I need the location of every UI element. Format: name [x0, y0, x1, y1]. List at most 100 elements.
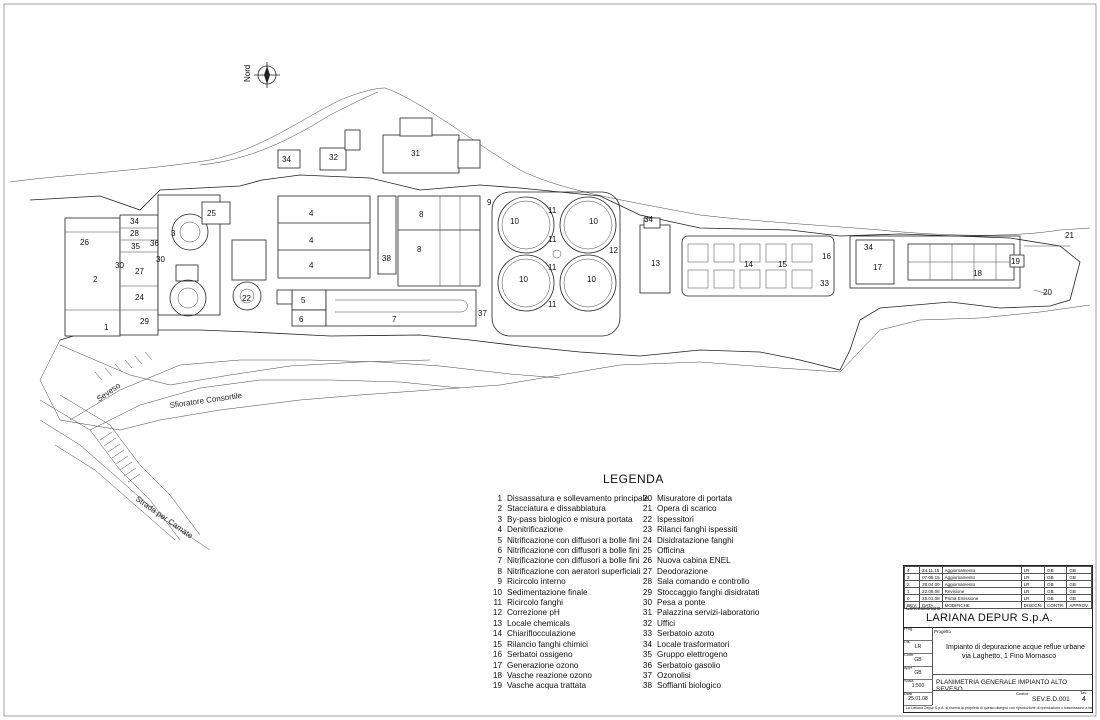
project-line-2: via Laghetto, 1 Fino Mornasco	[962, 653, 1057, 660]
info-cell-label: Prog.	[904, 627, 914, 631]
info-cell: Prog.	[904, 627, 932, 641]
building-13	[639, 224, 671, 294]
legend-item-number: 9	[497, 577, 502, 587]
channel-line-2	[89, 379, 461, 431]
label-9: 9	[487, 198, 492, 207]
building-main-intake	[64, 214, 159, 337]
lower-terrain	[39, 304, 1091, 431]
legend-item-number: 31	[642, 608, 652, 618]
label-10a: 10	[510, 217, 519, 226]
company-name: LARIANA DEPUR S.p.A.	[926, 612, 1054, 624]
label-37: 37	[478, 309, 487, 318]
revision-cell-c: GB	[1066, 587, 1092, 595]
legend-item-number: 36	[642, 660, 652, 670]
revision-cell-rev: 3	[903, 573, 921, 581]
label-8a: 8	[419, 210, 424, 219]
clarifier-area	[491, 191, 621, 337]
legend-item-number: 1	[497, 494, 502, 503]
revision-cell-c: GB	[1066, 566, 1092, 574]
legend-item-number: 32	[642, 618, 652, 628]
label-11c: 11	[548, 263, 557, 272]
info-cell-label: Scala	[904, 679, 914, 683]
label-5: 5	[301, 296, 306, 305]
revision-cell-a: LR	[1020, 573, 1046, 581]
north-label: Nord	[243, 65, 252, 82]
building-38	[377, 195, 397, 275]
label-28: 28	[130, 229, 139, 238]
drawing-code: SEV.E.D.001	[1032, 696, 1070, 703]
revision-cell-c: GB	[1066, 580, 1092, 588]
revision-cell-c: APPROV.	[1066, 601, 1092, 609]
legend-item-number: 2	[497, 504, 502, 514]
revision-cell-rev: 2	[903, 580, 921, 588]
legend-item-text: Vasche reazione ozono	[507, 670, 592, 680]
code-label: Codice	[1016, 691, 1029, 696]
info-cell-label: Data	[904, 692, 913, 696]
legend-item-text: Locale trasformatori	[657, 639, 730, 649]
tank-7	[325, 289, 477, 327]
legend-item-text: Rilancio fanghi chimici	[507, 639, 588, 649]
label-11d: 11	[548, 300, 557, 309]
building-32	[319, 147, 347, 171]
label-31: 31	[411, 149, 420, 158]
legend-item-number: 24	[642, 535, 652, 545]
sheet-number: 4	[1082, 696, 1086, 703]
legend-item-number: 16	[492, 650, 502, 660]
small-tank	[276, 289, 293, 305]
label-16: 16	[822, 252, 831, 261]
label-3: 3	[171, 229, 176, 238]
revision-cell-rev: 1	[903, 587, 921, 595]
label-38: 38	[382, 254, 391, 263]
building-31	[382, 117, 481, 174]
label-8b: 8	[417, 245, 422, 254]
legend-item-text: Stacciatura e dissabbiatura	[507, 504, 606, 514]
legend-item-number: 23	[642, 525, 652, 535]
legend-item-number: 12	[492, 608, 502, 618]
lower-terrain-2	[59, 344, 431, 386]
info-cell-label: Contr.	[904, 653, 915, 657]
building-34-small	[643, 217, 661, 229]
label-13: 13	[651, 259, 660, 268]
sheet-label: Tav.	[1080, 690, 1088, 695]
label-30a: 30	[115, 261, 124, 270]
legend-item: 2 Stacciatura e dissabbiatura	[480, 504, 649, 514]
legend-item-number: 21	[642, 504, 652, 514]
revision-cell-c: GB	[1066, 573, 1092, 581]
legend-item-number: 38	[642, 681, 652, 691]
strada-label: Strada per Camate	[134, 494, 195, 540]
legend-item-text: Nitrificazione con diffusori a bolle fin…	[507, 546, 640, 556]
legend-item-number: 7	[497, 556, 502, 566]
revision-cell-date: 22.08.08	[919, 587, 943, 595]
label-18: 18	[973, 269, 982, 278]
label-25: 25	[207, 209, 216, 218]
legend-item-text: Disidratazione fanghi	[657, 535, 734, 545]
legend-item-text: Palazzina servizi-laboratorio	[657, 608, 760, 618]
legend-item-text: Ricircolo fanghi	[507, 598, 563, 608]
revision-cell-a: LR	[1020, 566, 1046, 574]
legend-item-text: Denitrificazione	[507, 525, 563, 535]
label-1: 1	[104, 323, 109, 332]
revision-cell-b: GB	[1044, 587, 1068, 595]
legend-item-text: Deodorazione	[657, 566, 708, 576]
